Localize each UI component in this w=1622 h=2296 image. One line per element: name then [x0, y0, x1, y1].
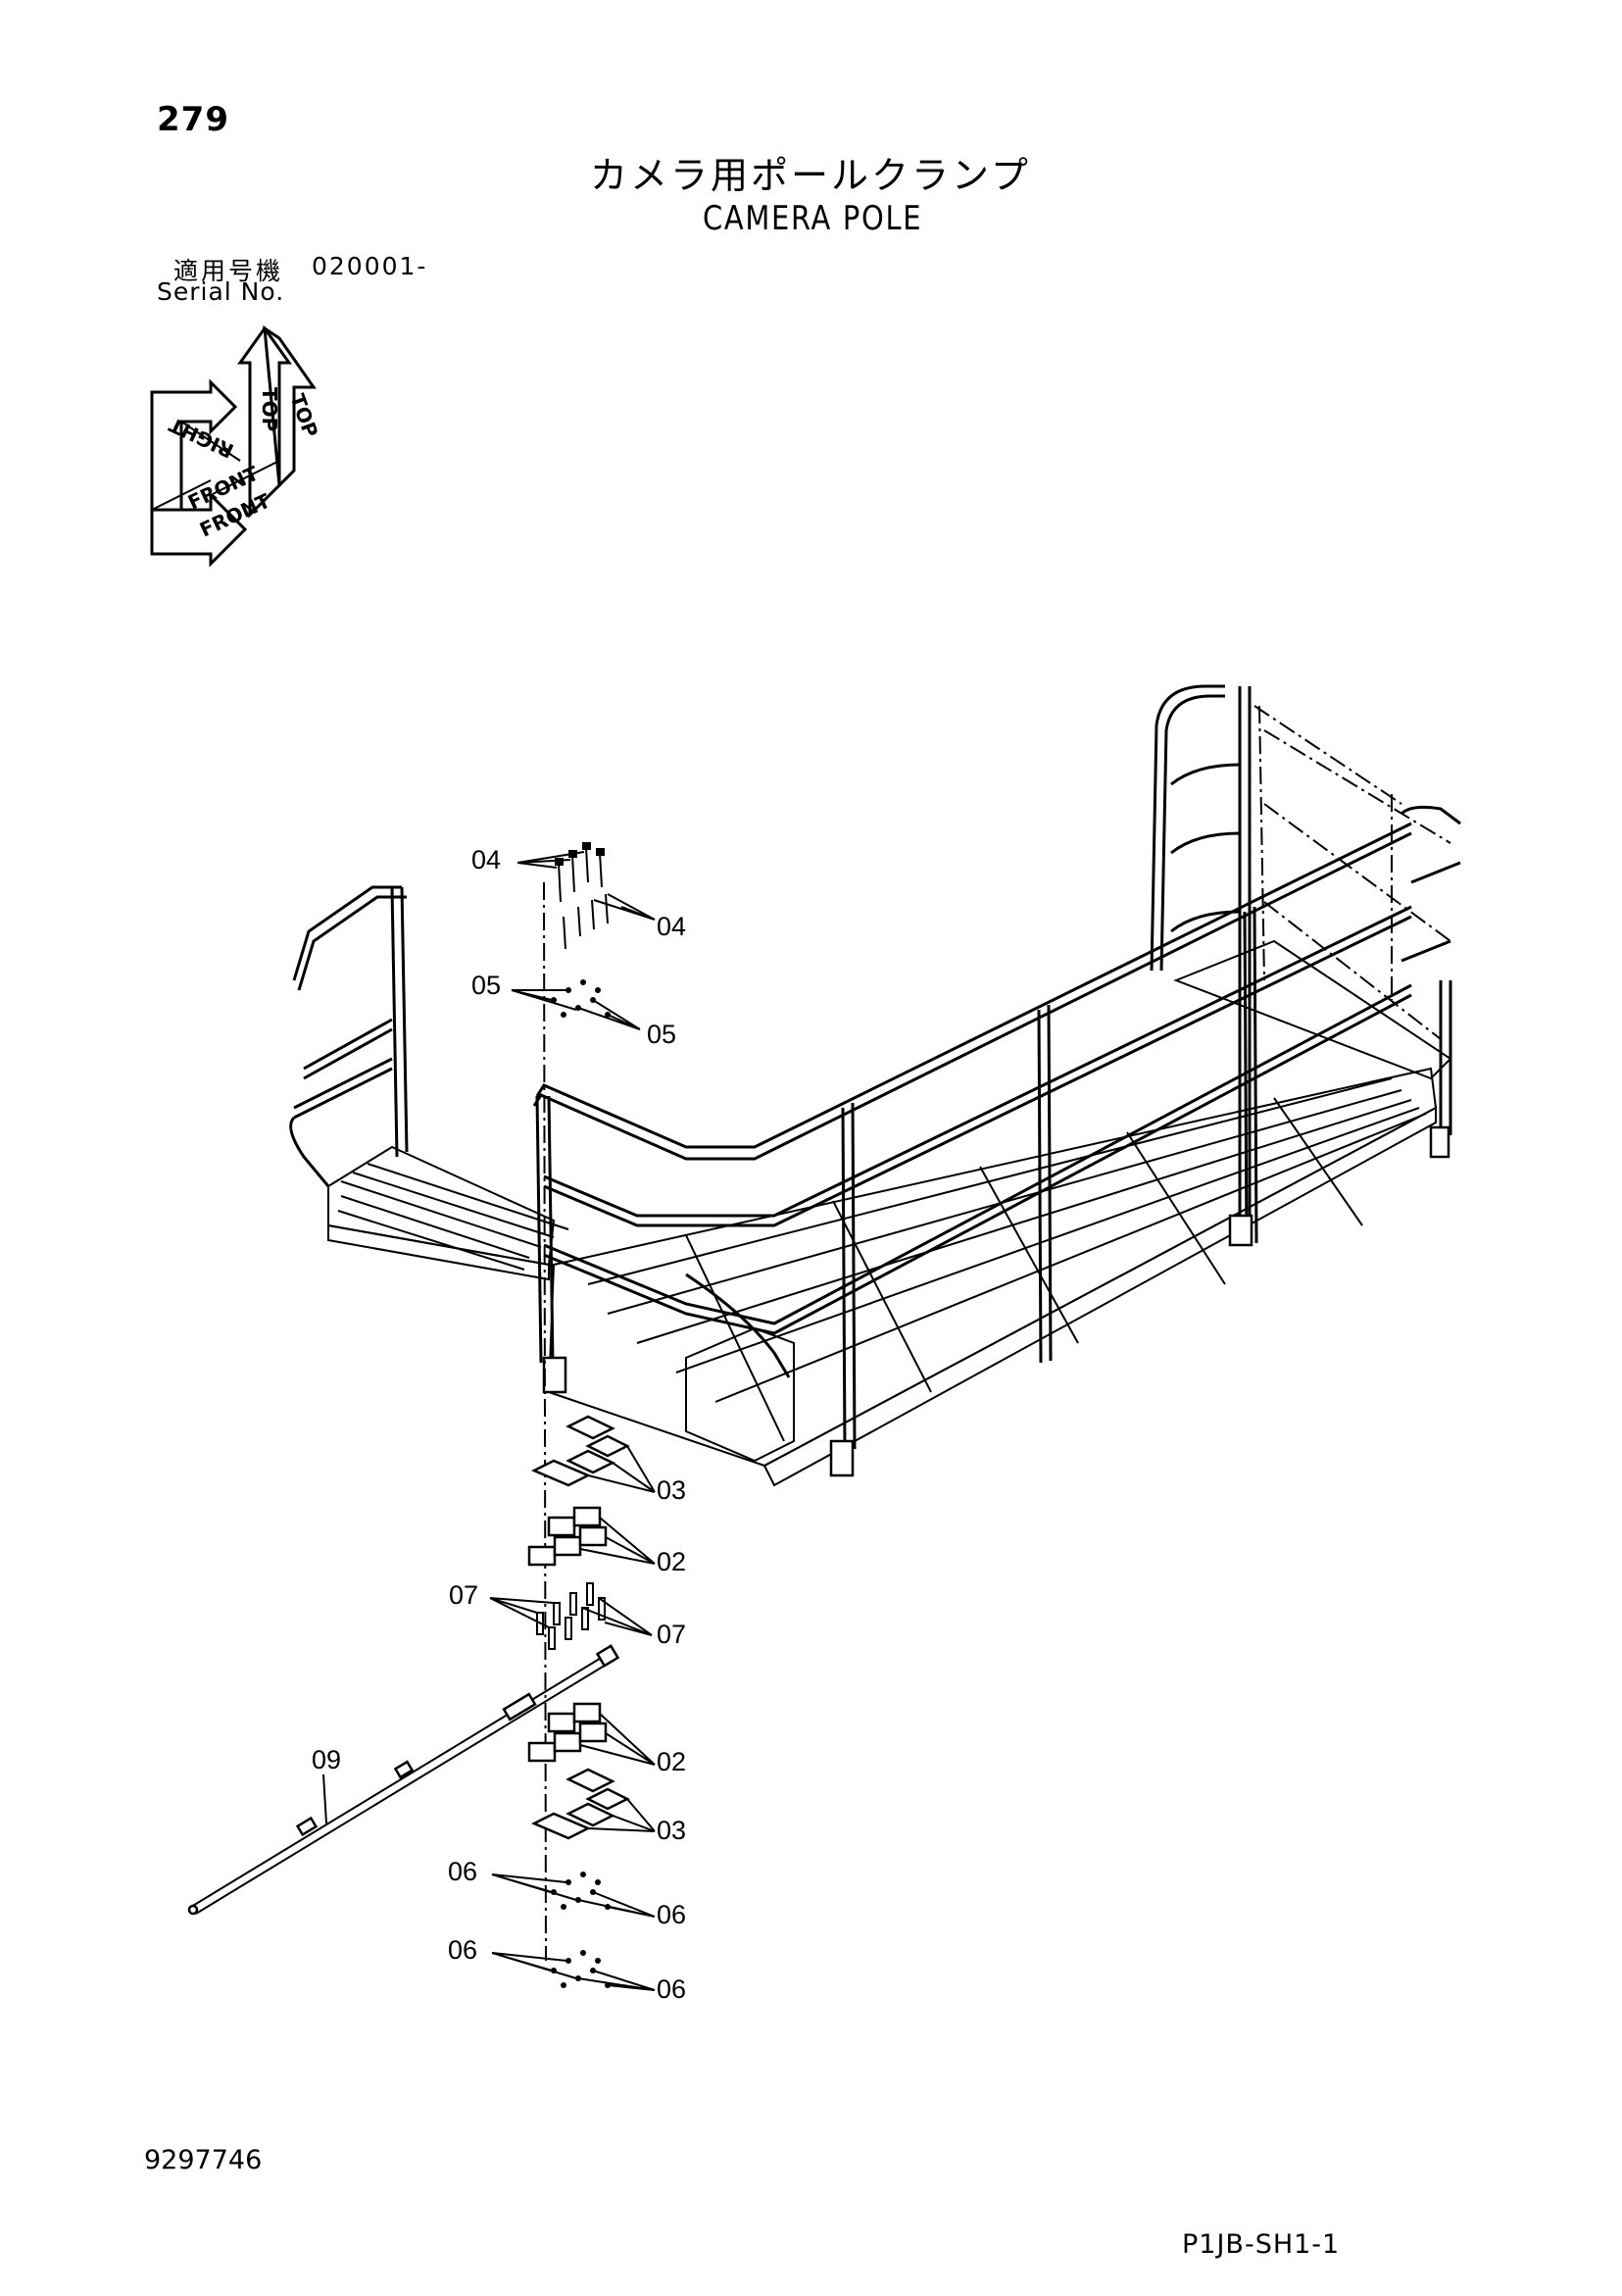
- callout-02-upper: 02: [657, 1547, 687, 1576]
- orientation-top-label: TOP: [258, 387, 281, 431]
- orientation-top-label-2: TOP: [285, 391, 322, 441]
- callout-04-left: 04: [471, 845, 502, 874]
- pin-group-07: [489, 1582, 653, 1650]
- serial-label-english: Serial No.: [157, 277, 285, 306]
- plate-group-03-upper: [531, 1415, 656, 1493]
- sheet-code: P1JB-SH1-1: [1182, 2229, 1341, 2260]
- washer-group-05: [511, 979, 641, 1030]
- callout-05-left: 05: [471, 971, 502, 1000]
- camera-pole-09: [187, 1644, 620, 1916]
- serial-number-value: 020001-: [312, 252, 428, 280]
- callout-09: 09: [312, 1745, 342, 1774]
- plate-group-03-lower: [531, 1768, 656, 1840]
- callout-06-lower-left: 06: [448, 1935, 478, 1965]
- page-title-japanese: カメラ用ポールクランプ: [590, 154, 1031, 197]
- callout-07-left: 07: [449, 1580, 479, 1610]
- callout-03-lower: 03: [657, 1816, 687, 1845]
- washer-group-06-lower: [491, 1950, 656, 1991]
- page-title-english: CAMERA POLE: [703, 199, 923, 238]
- orientation-cube-icon: TOP TOP RIGHT FRONT FRONT: [150, 325, 322, 568]
- page-number: 279: [157, 100, 229, 139]
- assembly-centerline: [543, 881, 547, 1962]
- clamp-group-02-lower: [527, 1702, 656, 1766]
- drawing-number: 9297746: [144, 2145, 263, 2175]
- bolt-group-04: [516, 842, 656, 950]
- callout-03-upper: 03: [657, 1475, 687, 1505]
- callout-06-lower-right: 06: [657, 1974, 687, 2004]
- callout-07-right: 07: [657, 1620, 687, 1649]
- washer-group-06-upper: [491, 1872, 656, 1918]
- platform-assembly: [289, 684, 1461, 1487]
- callout-02-lower: 02: [657, 1747, 687, 1776]
- callout-04-right: 04: [657, 912, 687, 941]
- clamp-group-02-upper: [527, 1506, 656, 1567]
- serial-label-japanese: 適用号機: [173, 257, 284, 285]
- callout-05-right: 05: [647, 1020, 677, 1049]
- callout-06-upper-right: 06: [657, 1900, 687, 1929]
- callout-06-upper-left: 06: [448, 1857, 478, 1886]
